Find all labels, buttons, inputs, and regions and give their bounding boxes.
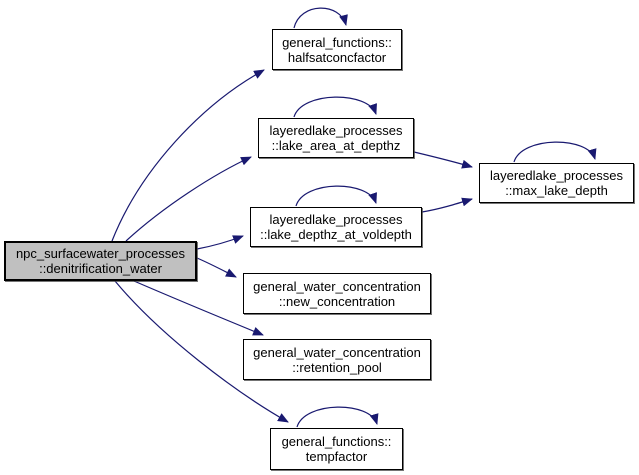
edge-lake_depthz_at_voldepth-to-max_lake_depth <box>421 197 473 213</box>
node-label-line2: ::lake_area_at_depthz <box>271 138 401 153</box>
edge-denitrification_water-to-retention_pool <box>133 280 264 336</box>
edge-self-loop-tempfactor <box>296 406 379 428</box>
node-label-line1: layeredlake_processes <box>269 123 403 138</box>
node-label-line1: layeredlake_processes <box>269 212 403 227</box>
edge-self-loop-max_lake_depth <box>513 141 597 163</box>
edge-self-loop-halfsatconcfactor <box>293 7 348 29</box>
node-denitrification-water[interactable]: npc_surfacewater_processes ::denitrifica… <box>4 241 197 281</box>
edge-denitrification_water-to-new_concentration <box>196 257 237 278</box>
edge-lake_area_at_depthz-to-max_lake_depth <box>413 151 473 169</box>
node-lake-depthz-at-voldepth[interactable]: layeredlake_processes ::lake_depthz_at_v… <box>250 207 422 247</box>
edge-self-loop-lake_depthz_at_voldepth <box>295 185 377 207</box>
edge-denitrification_water-to-lake_depthz_at_voldepth <box>196 235 244 250</box>
node-label-line1: npc_surfacewater_processes <box>15 246 186 261</box>
node-max-lake-depth[interactable]: layeredlake_processes ::max_lake_depth <box>479 163 634 203</box>
edge-denitrification_water-to-tempfactor <box>114 280 289 423</box>
node-label-line1: general_functions:: <box>281 434 392 449</box>
edge-denitrification_water-to-lake_area_at_depthz <box>125 156 252 242</box>
edge-self-loop-lake_area_at_depthz <box>293 96 377 118</box>
node-label-line2: ::lake_depthz_at_voldepth <box>260 227 412 242</box>
node-label-line2: ::max_lake_depth <box>505 183 608 198</box>
node-new-concentration[interactable]: general_water_concentration ::new_concen… <box>243 273 431 314</box>
node-lake-area-at-depthz[interactable]: layeredlake_processes ::lake_area_at_dep… <box>258 118 414 158</box>
node-label-line2: ::new_concentration <box>278 293 396 309</box>
node-tempfactor[interactable]: general_functions:: tempfactor <box>270 428 403 470</box>
node-retention-pool[interactable]: general_water_concentration ::retention_… <box>243 339 431 380</box>
node-label-line2: halfsatconcfactor <box>287 49 387 65</box>
node-label-line1: layeredlake_processes <box>490 168 623 183</box>
node-label-line2: ::denitrification_water <box>39 261 162 276</box>
node-halfsatconcfactor[interactable]: general_functions:: halfsatconcfactor <box>272 29 402 70</box>
node-label-line1: general_water_concentration <box>253 344 421 360</box>
edge-denitrification_water-to-halfsatconcfactor <box>111 69 265 242</box>
node-label-line2: ::retention_pool <box>292 359 382 375</box>
node-label-line1: general_water_concentration <box>253 278 421 294</box>
node-label-line2: tempfactor <box>305 449 368 464</box>
node-label-line1: general_functions:: <box>282 34 392 50</box>
